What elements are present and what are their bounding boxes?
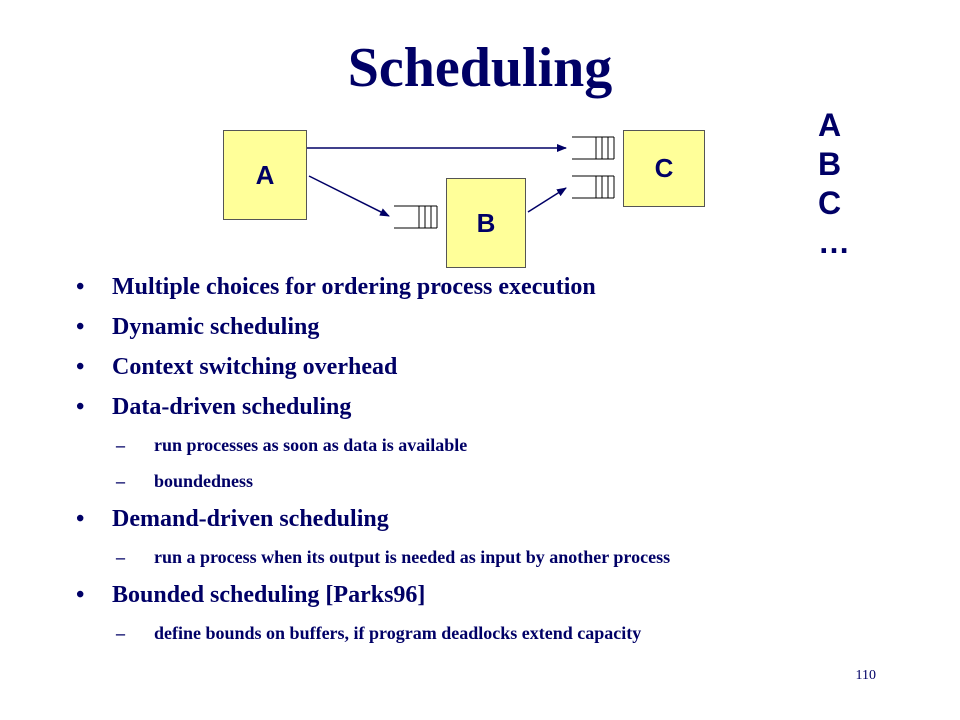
- fifo-queue-a-to-b: [394, 205, 438, 229]
- schedule-trace-item: C: [818, 185, 842, 221]
- schedule-trace-item: B: [818, 146, 842, 182]
- edge-b-to-c: [527, 187, 567, 213]
- bullet-list: Multiple choices for ordering process ex…: [76, 267, 946, 651]
- fifo-queue-b-to-c: [572, 175, 615, 199]
- fifo-queue-a-to-c: [572, 136, 615, 160]
- bullet-item: Multiple choices for ordering process ex…: [76, 267, 946, 307]
- process-node-c: C: [623, 130, 705, 207]
- schedule-trace-item: …: [818, 224, 850, 260]
- process-node-b: B: [446, 178, 526, 268]
- bullet-item: Context switching overhead: [76, 347, 946, 387]
- bullet-item: Bounded scheduling [Parks96]: [76, 575, 946, 615]
- bullet-item: Data-driven scheduling: [76, 387, 946, 427]
- edge-a-to-b: [308, 175, 390, 217]
- page-number: 110: [855, 668, 876, 683]
- bullet-item: Demand-driven scheduling: [76, 499, 946, 539]
- sub-bullet-item: boundedness: [76, 463, 946, 499]
- process-node-a: A: [223, 130, 307, 220]
- bullet-item: Dynamic scheduling: [76, 307, 946, 347]
- schedule-trace: A B C …: [818, 106, 850, 262]
- schedule-trace-item: A: [818, 107, 842, 143]
- sub-bullet-item: define bounds on buffers, if program dea…: [76, 615, 946, 651]
- sub-bullet-item: run processes as soon as data is availab…: [76, 427, 946, 463]
- slide-title: Scheduling: [347, 37, 613, 99]
- sub-bullet-item: run a process when its output is needed …: [76, 539, 946, 575]
